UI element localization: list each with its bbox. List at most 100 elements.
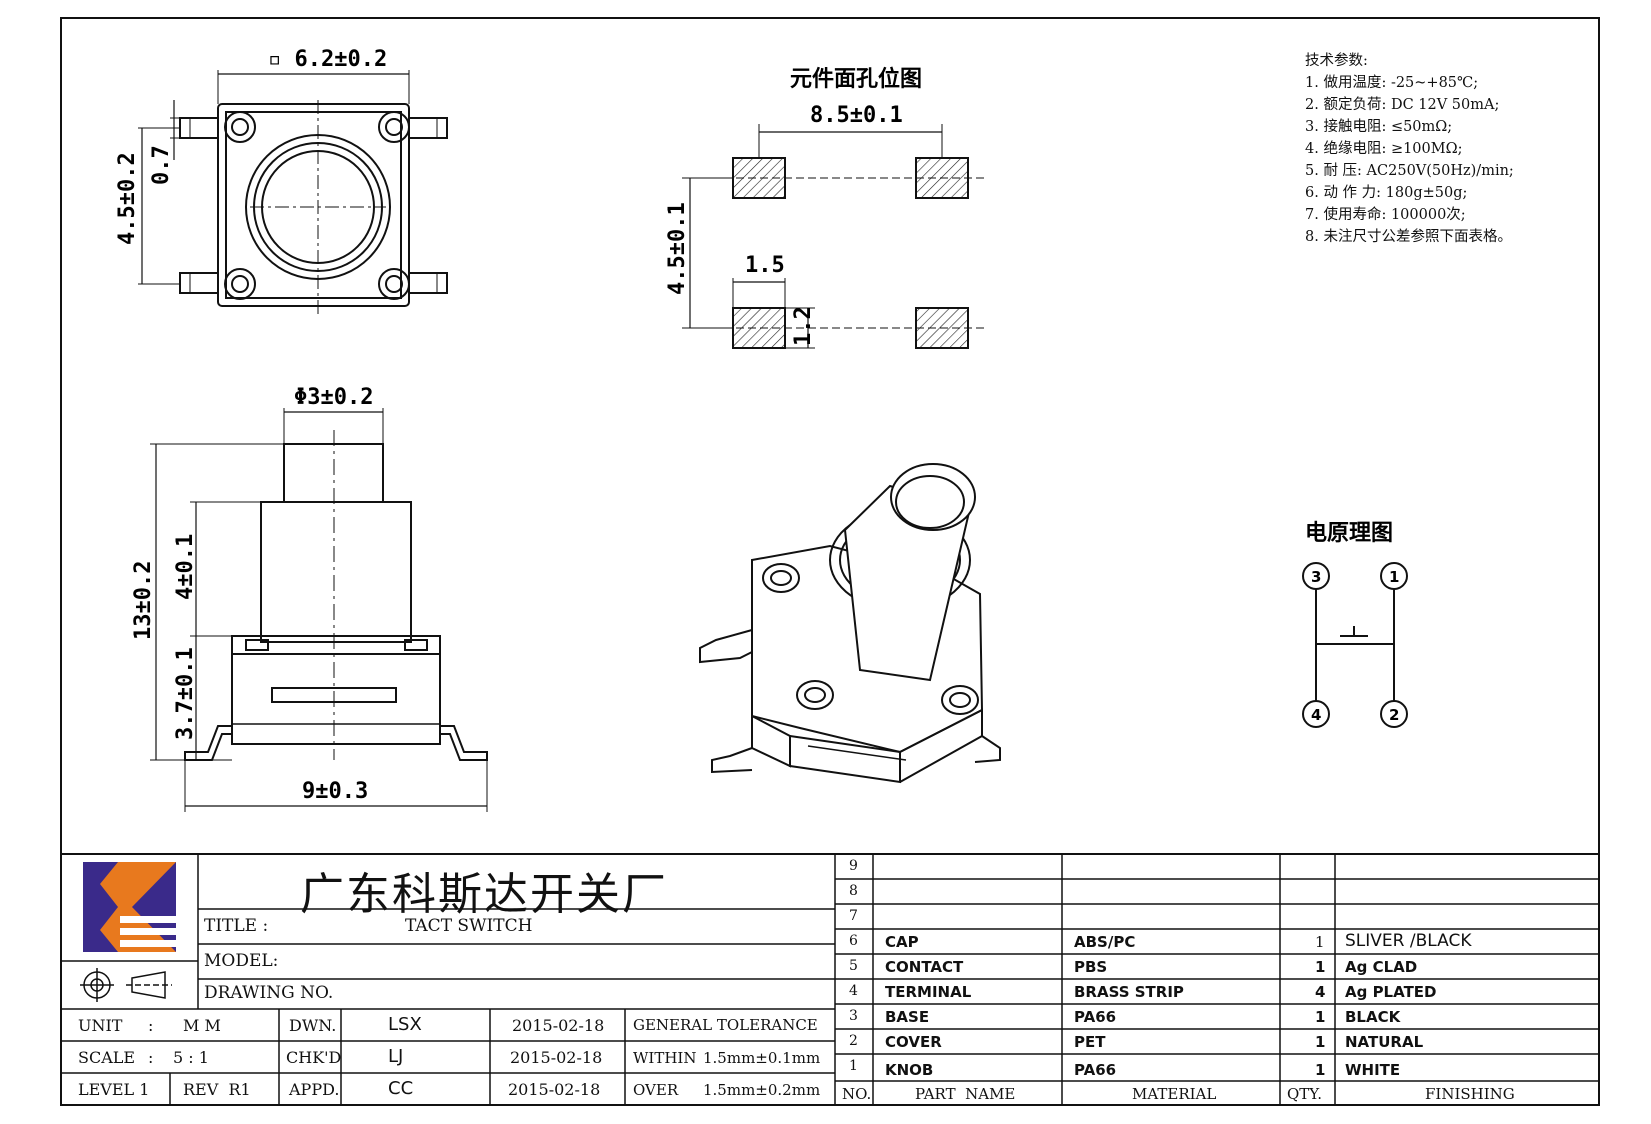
- bom-part-name: KNOB: [885, 1061, 934, 1079]
- level-label: LEVEL 1: [78, 1080, 150, 1099]
- side-view: [150, 408, 488, 812]
- bom-header-material: MATERIAL: [1132, 1085, 1217, 1103]
- dim-body-height: 3.7±0.1: [173, 647, 198, 740]
- bom-row-no: 3: [849, 1008, 858, 1024]
- title-block-grid: [61, 853, 1599, 1105]
- bom-material: PA66: [1074, 1008, 1117, 1026]
- bom-finishing: BLACK: [1345, 1008, 1401, 1026]
- dim-actuator-dia: Φ3±0.2: [294, 385, 373, 410]
- bom-row-no: 5: [849, 958, 858, 974]
- bom-header-finishing: FINISHING: [1425, 1085, 1515, 1103]
- specs-heading: 技术参数:: [1305, 53, 1368, 69]
- drawing-no-label: DRAWING NO.: [204, 983, 334, 1003]
- bom-qty: 1: [1315, 1008, 1326, 1026]
- dim-pitch-y: 4.5±0.1: [665, 202, 690, 295]
- tolerance-heading: GENERAL TOLERANCE: [633, 1016, 818, 1034]
- company-logo: [83, 862, 176, 952]
- bom-row-no: 7: [849, 908, 858, 924]
- unit-sep: :: [148, 1016, 154, 1035]
- bom-row-no: 6: [849, 933, 858, 949]
- dim-pitch-x: 8.5±0.1: [810, 103, 903, 128]
- bom-row-no: 2: [849, 1033, 858, 1049]
- spec-item: 4. 绝缘电阻: ≥100MΩ;: [1305, 141, 1463, 157]
- projection-symbol: [80, 968, 172, 1002]
- appd-value: CC: [388, 1078, 414, 1099]
- tolerance-within-value: 1.5mm±0.1mm: [703, 1049, 821, 1067]
- title-value: TACT SWITCH: [405, 916, 533, 936]
- bom-material: PBS: [1074, 958, 1108, 976]
- bom-material: BRASS STRIP: [1074, 983, 1184, 1001]
- spec-item: 3. 接触电阻: ≤50mΩ;: [1305, 119, 1453, 135]
- spec-item: 2. 额定负荷: DC 12V 50mA;: [1305, 97, 1500, 113]
- appd-date: 2015-02-18: [508, 1080, 601, 1099]
- bom-qty: 4: [1315, 983, 1326, 1001]
- bom-finishing: Ag PLATED: [1345, 983, 1437, 1001]
- circuit-diagram: [1302, 562, 1408, 728]
- bom-qty: 1: [1315, 1061, 1326, 1079]
- appd-label: APPD.: [289, 1080, 340, 1099]
- dim-total-height: 13±0.2: [131, 561, 156, 640]
- bom-header-part: PART NAME: [915, 1085, 1016, 1103]
- chk-date: 2015-02-18: [510, 1048, 603, 1067]
- model-label: MODEL:: [204, 951, 279, 971]
- bom-finishing: SLIVER /BLACK: [1345, 931, 1472, 951]
- bom-row-no: 4: [849, 983, 858, 999]
- bom-material: ABS/PC: [1074, 933, 1136, 951]
- company-name: 广东科斯达开关厂: [300, 869, 668, 920]
- dwn-label: DWN.: [289, 1016, 337, 1035]
- bom-header-qty: QTY.: [1287, 1085, 1323, 1103]
- circuit-title: 电原理图: [1305, 521, 1393, 546]
- sheet-border: [60, 17, 1600, 1106]
- chk-value: LJ: [388, 1046, 404, 1067]
- bom-part-name: COVER: [885, 1033, 942, 1051]
- bom-qty: 1: [1315, 1033, 1326, 1051]
- dim-body-width: 9±0.3: [302, 779, 368, 804]
- top-view: [138, 70, 448, 315]
- spec-item: 1. 做用温度: -25~+85℃;: [1305, 75, 1479, 91]
- dim-width: ▫ 6.2±0.2: [268, 47, 387, 72]
- bom-row-no: 9: [849, 858, 858, 874]
- isometric-view: [699, 463, 1001, 784]
- pin-1-label: 1: [1389, 568, 1399, 586]
- pcb-layout-title: 元件面孔位图: [790, 66, 922, 92]
- bom-row-no: 8: [849, 883, 858, 899]
- spec-item: 8. 未注尺寸公差参照下面表格。: [1305, 229, 1512, 245]
- dwn-value: LSX: [388, 1014, 422, 1035]
- bom-header-no: NO.: [842, 1085, 872, 1103]
- bom-part-name: CONTACT: [885, 958, 964, 976]
- pcb-layout: [682, 124, 986, 349]
- bom-material: PET: [1074, 1033, 1106, 1051]
- tolerance-over-value: 1.5mm±0.2mm: [703, 1081, 821, 1099]
- title-label: TITLE :: [204, 916, 269, 936]
- dim-pad-h: 1.2: [791, 306, 816, 346]
- spec-item: 6. 动 作 力: 180g±50g;: [1305, 185, 1468, 201]
- scale-sep: :: [148, 1048, 154, 1067]
- tolerance-within-label: WITHIN: [633, 1049, 697, 1067]
- bom-part-name: CAP: [885, 933, 919, 951]
- bom-qty: 1: [1315, 933, 1325, 951]
- bom-qty: 1: [1315, 958, 1326, 976]
- bom-finishing: NATURAL: [1345, 1033, 1424, 1051]
- bom-finishing: WHITE: [1345, 1061, 1401, 1079]
- dim-pin: 0.7: [149, 145, 174, 185]
- bom-material: PA66: [1074, 1061, 1117, 1079]
- unit-value: M M: [183, 1016, 221, 1035]
- scale-label: SCALE: [78, 1048, 136, 1067]
- pin-2-label: 2: [1389, 706, 1399, 724]
- bom-row-no: 1: [849, 1058, 858, 1074]
- bom-part-name: TERMINAL: [885, 983, 972, 1001]
- rev-label: REV R1: [183, 1080, 251, 1099]
- pin-3-label: 3: [1311, 568, 1321, 586]
- bom-part-name: BASE: [885, 1008, 930, 1026]
- tolerance-over-label: OVER: [633, 1081, 679, 1099]
- spec-item: 7. 使用寿命: 100000次;: [1305, 207, 1466, 223]
- scale-value: 5 : 1: [173, 1048, 209, 1067]
- dwn-date: 2015-02-18: [512, 1016, 605, 1035]
- bom-finishing: Ag CLAD: [1345, 958, 1418, 976]
- technical-specs: 技术参数: 1. 做用温度: -25~+85℃; 2. 额定负荷: DC 12V…: [1305, 50, 1514, 248]
- pin-4-label: 4: [1311, 706, 1321, 724]
- chk-label: CHK'D: [286, 1048, 342, 1067]
- spec-item: 5. 耐 压: AC250V(50Hz)/min;: [1305, 163, 1514, 179]
- dim-stem-height: 4±0.1: [173, 534, 198, 600]
